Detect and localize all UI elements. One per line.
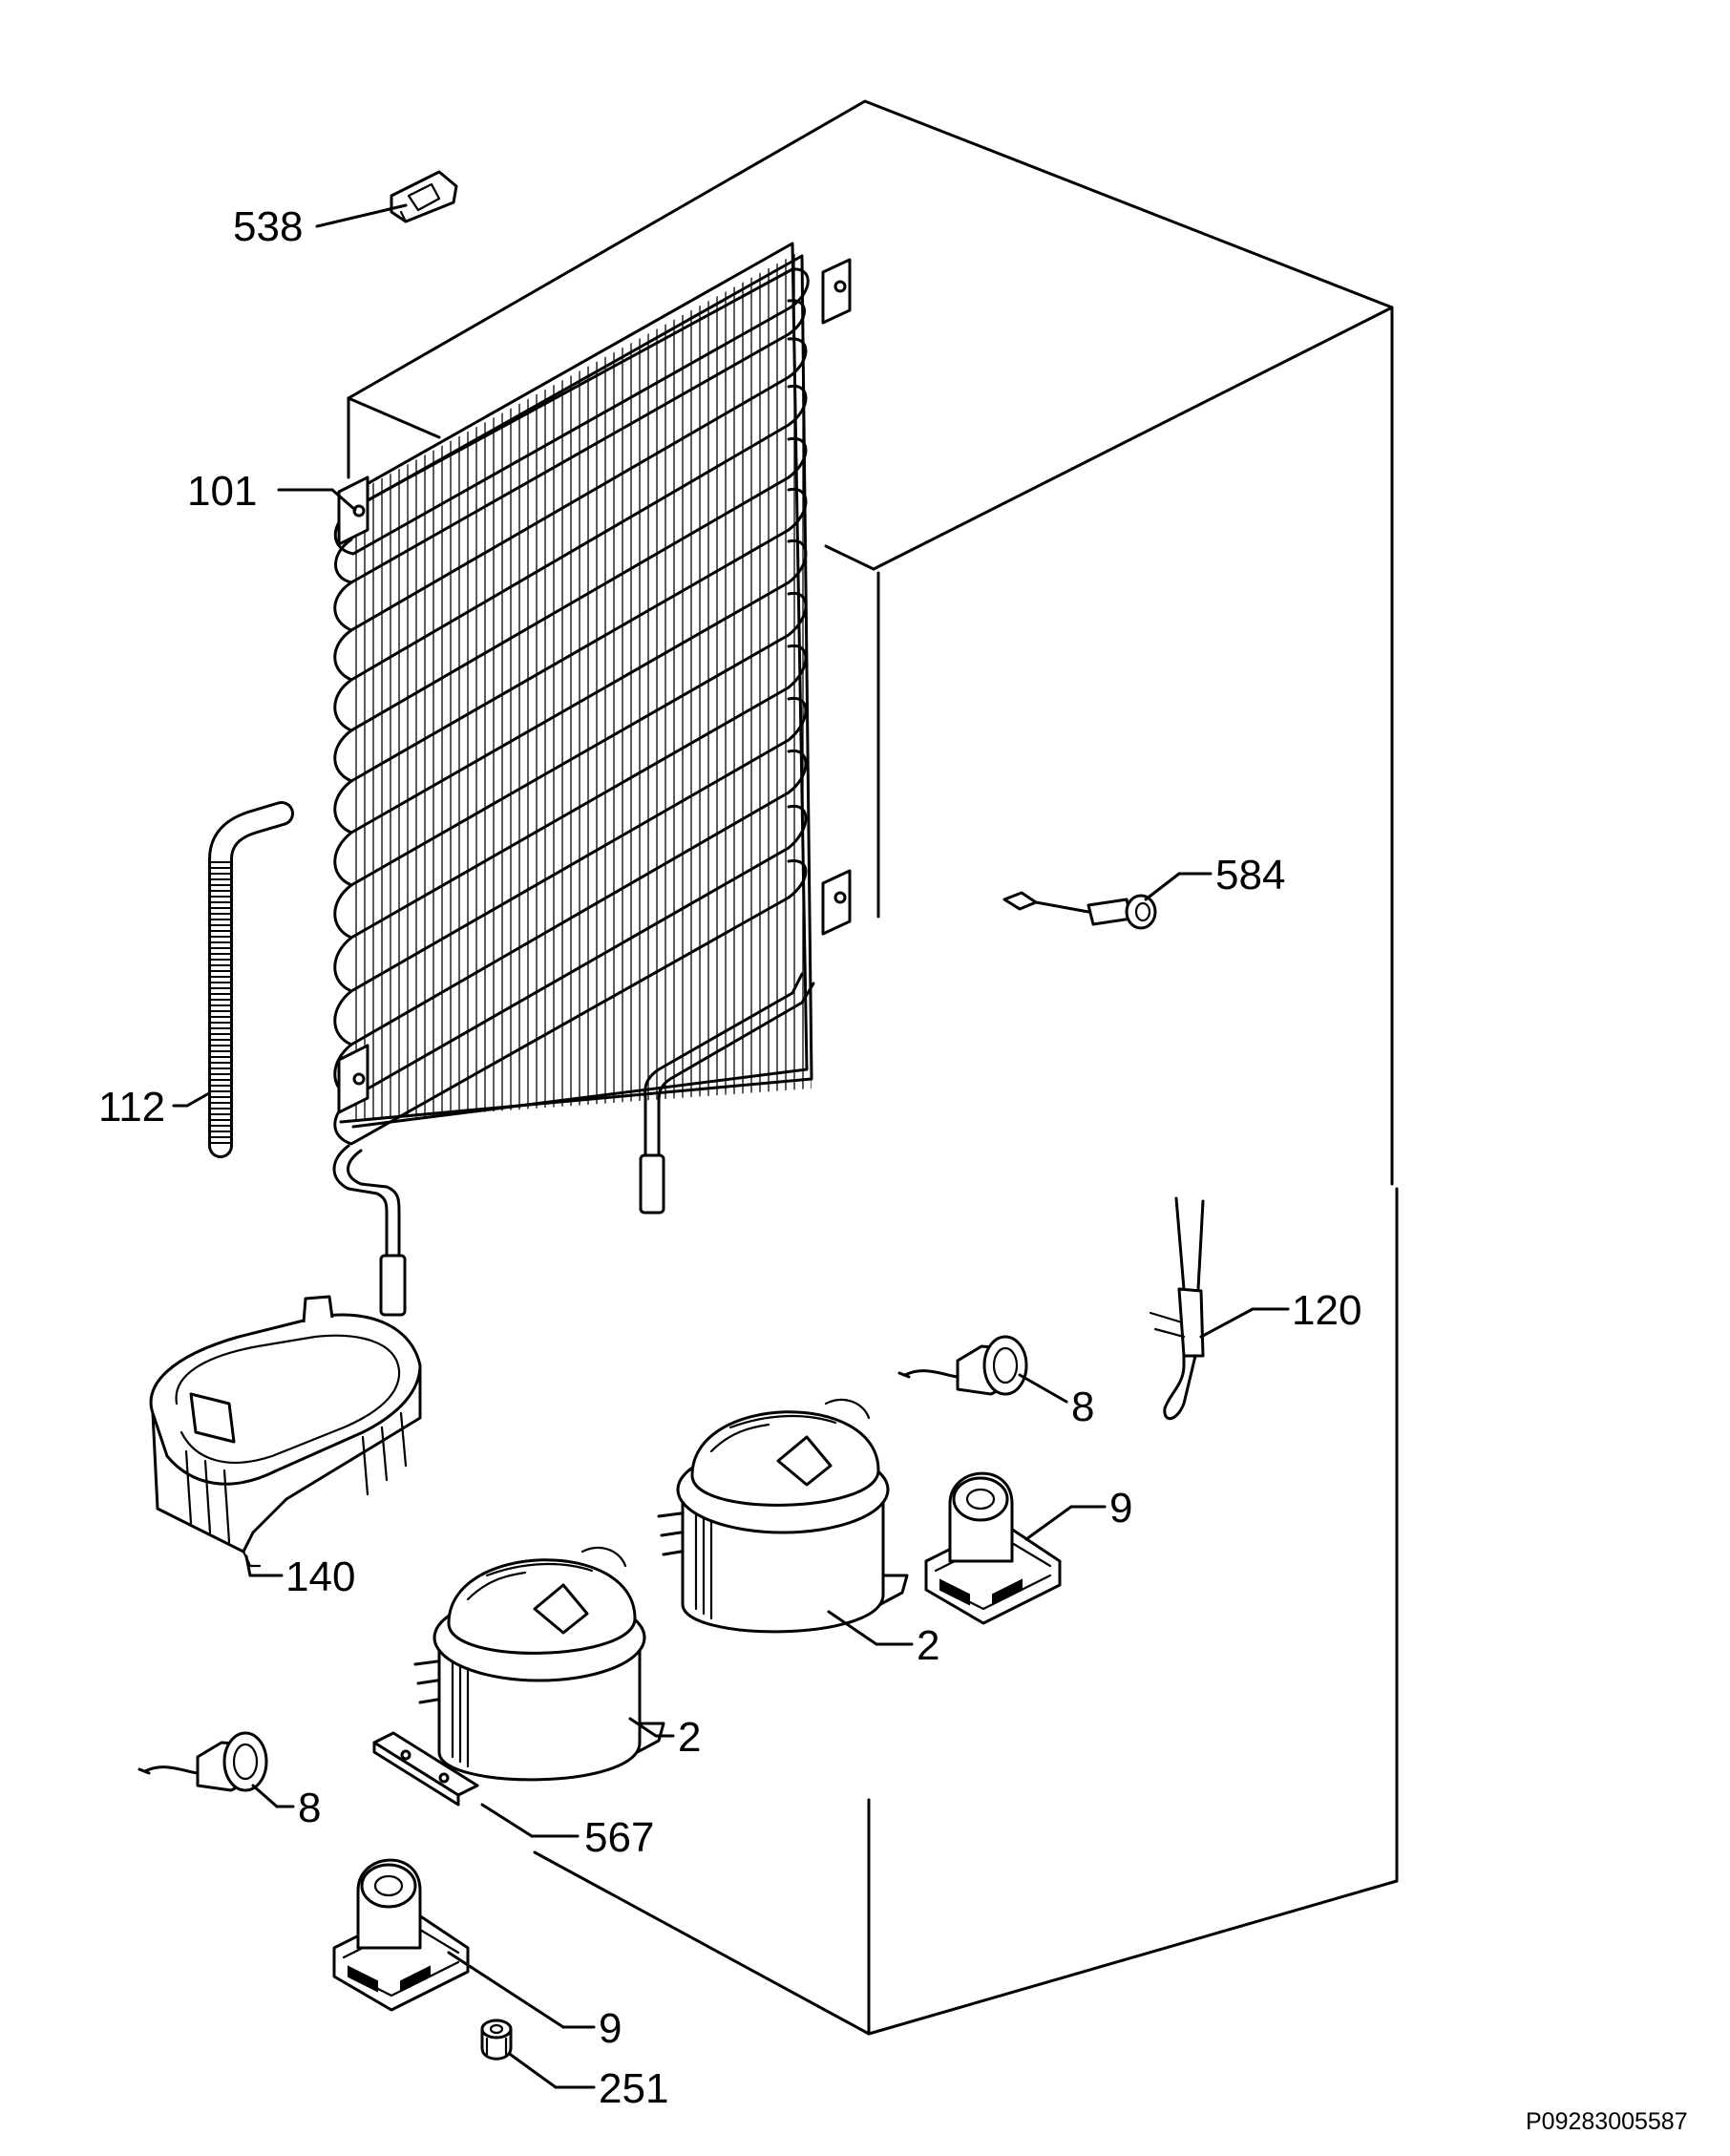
clamp-9-upper	[924, 1471, 1062, 1625]
plate-567	[372, 1731, 479, 1807]
label-2-lower: 2	[678, 1714, 701, 1761]
label-8-lower: 8	[298, 1785, 321, 1831]
sensor-584	[1002, 891, 1157, 930]
relay-8-upper	[897, 1335, 1028, 1396]
compressor-2-lower	[413, 1546, 665, 1782]
drip-tray-140	[149, 1295, 422, 1568]
label-112: 112	[98, 1084, 165, 1131]
clamp-9-lower	[332, 1858, 470, 2012]
label-101: 101	[187, 468, 257, 515]
label-251: 251	[599, 2065, 668, 2112]
label-9-lower: 9	[599, 2005, 622, 2052]
label-140: 140	[285, 1554, 355, 1600]
label-538: 538	[233, 203, 303, 250]
label-120: 120	[1292, 1287, 1361, 1334]
label-8-upper: 8	[1071, 1384, 1094, 1430]
label-9-upper: 9	[1109, 1485, 1132, 1532]
wire-120	[1149, 1196, 1205, 1421]
clip-538	[390, 170, 458, 223]
drawing-code: P09283005587	[1526, 2108, 1688, 2135]
cabinet-outline	[347, 99, 1399, 2036]
condenser-101	[332, 242, 852, 1317]
leader-lines	[172, 203, 1290, 2089]
label-2-upper: 2	[917, 1622, 939, 1669]
drain-hose-112	[208, 801, 294, 1158]
label-567: 567	[584, 1814, 654, 1861]
compressor-2-upper	[657, 1398, 909, 1634]
relay-8-lower	[137, 1731, 268, 1792]
label-584: 584	[1215, 852, 1285, 898]
nut-251	[480, 2019, 513, 2061]
